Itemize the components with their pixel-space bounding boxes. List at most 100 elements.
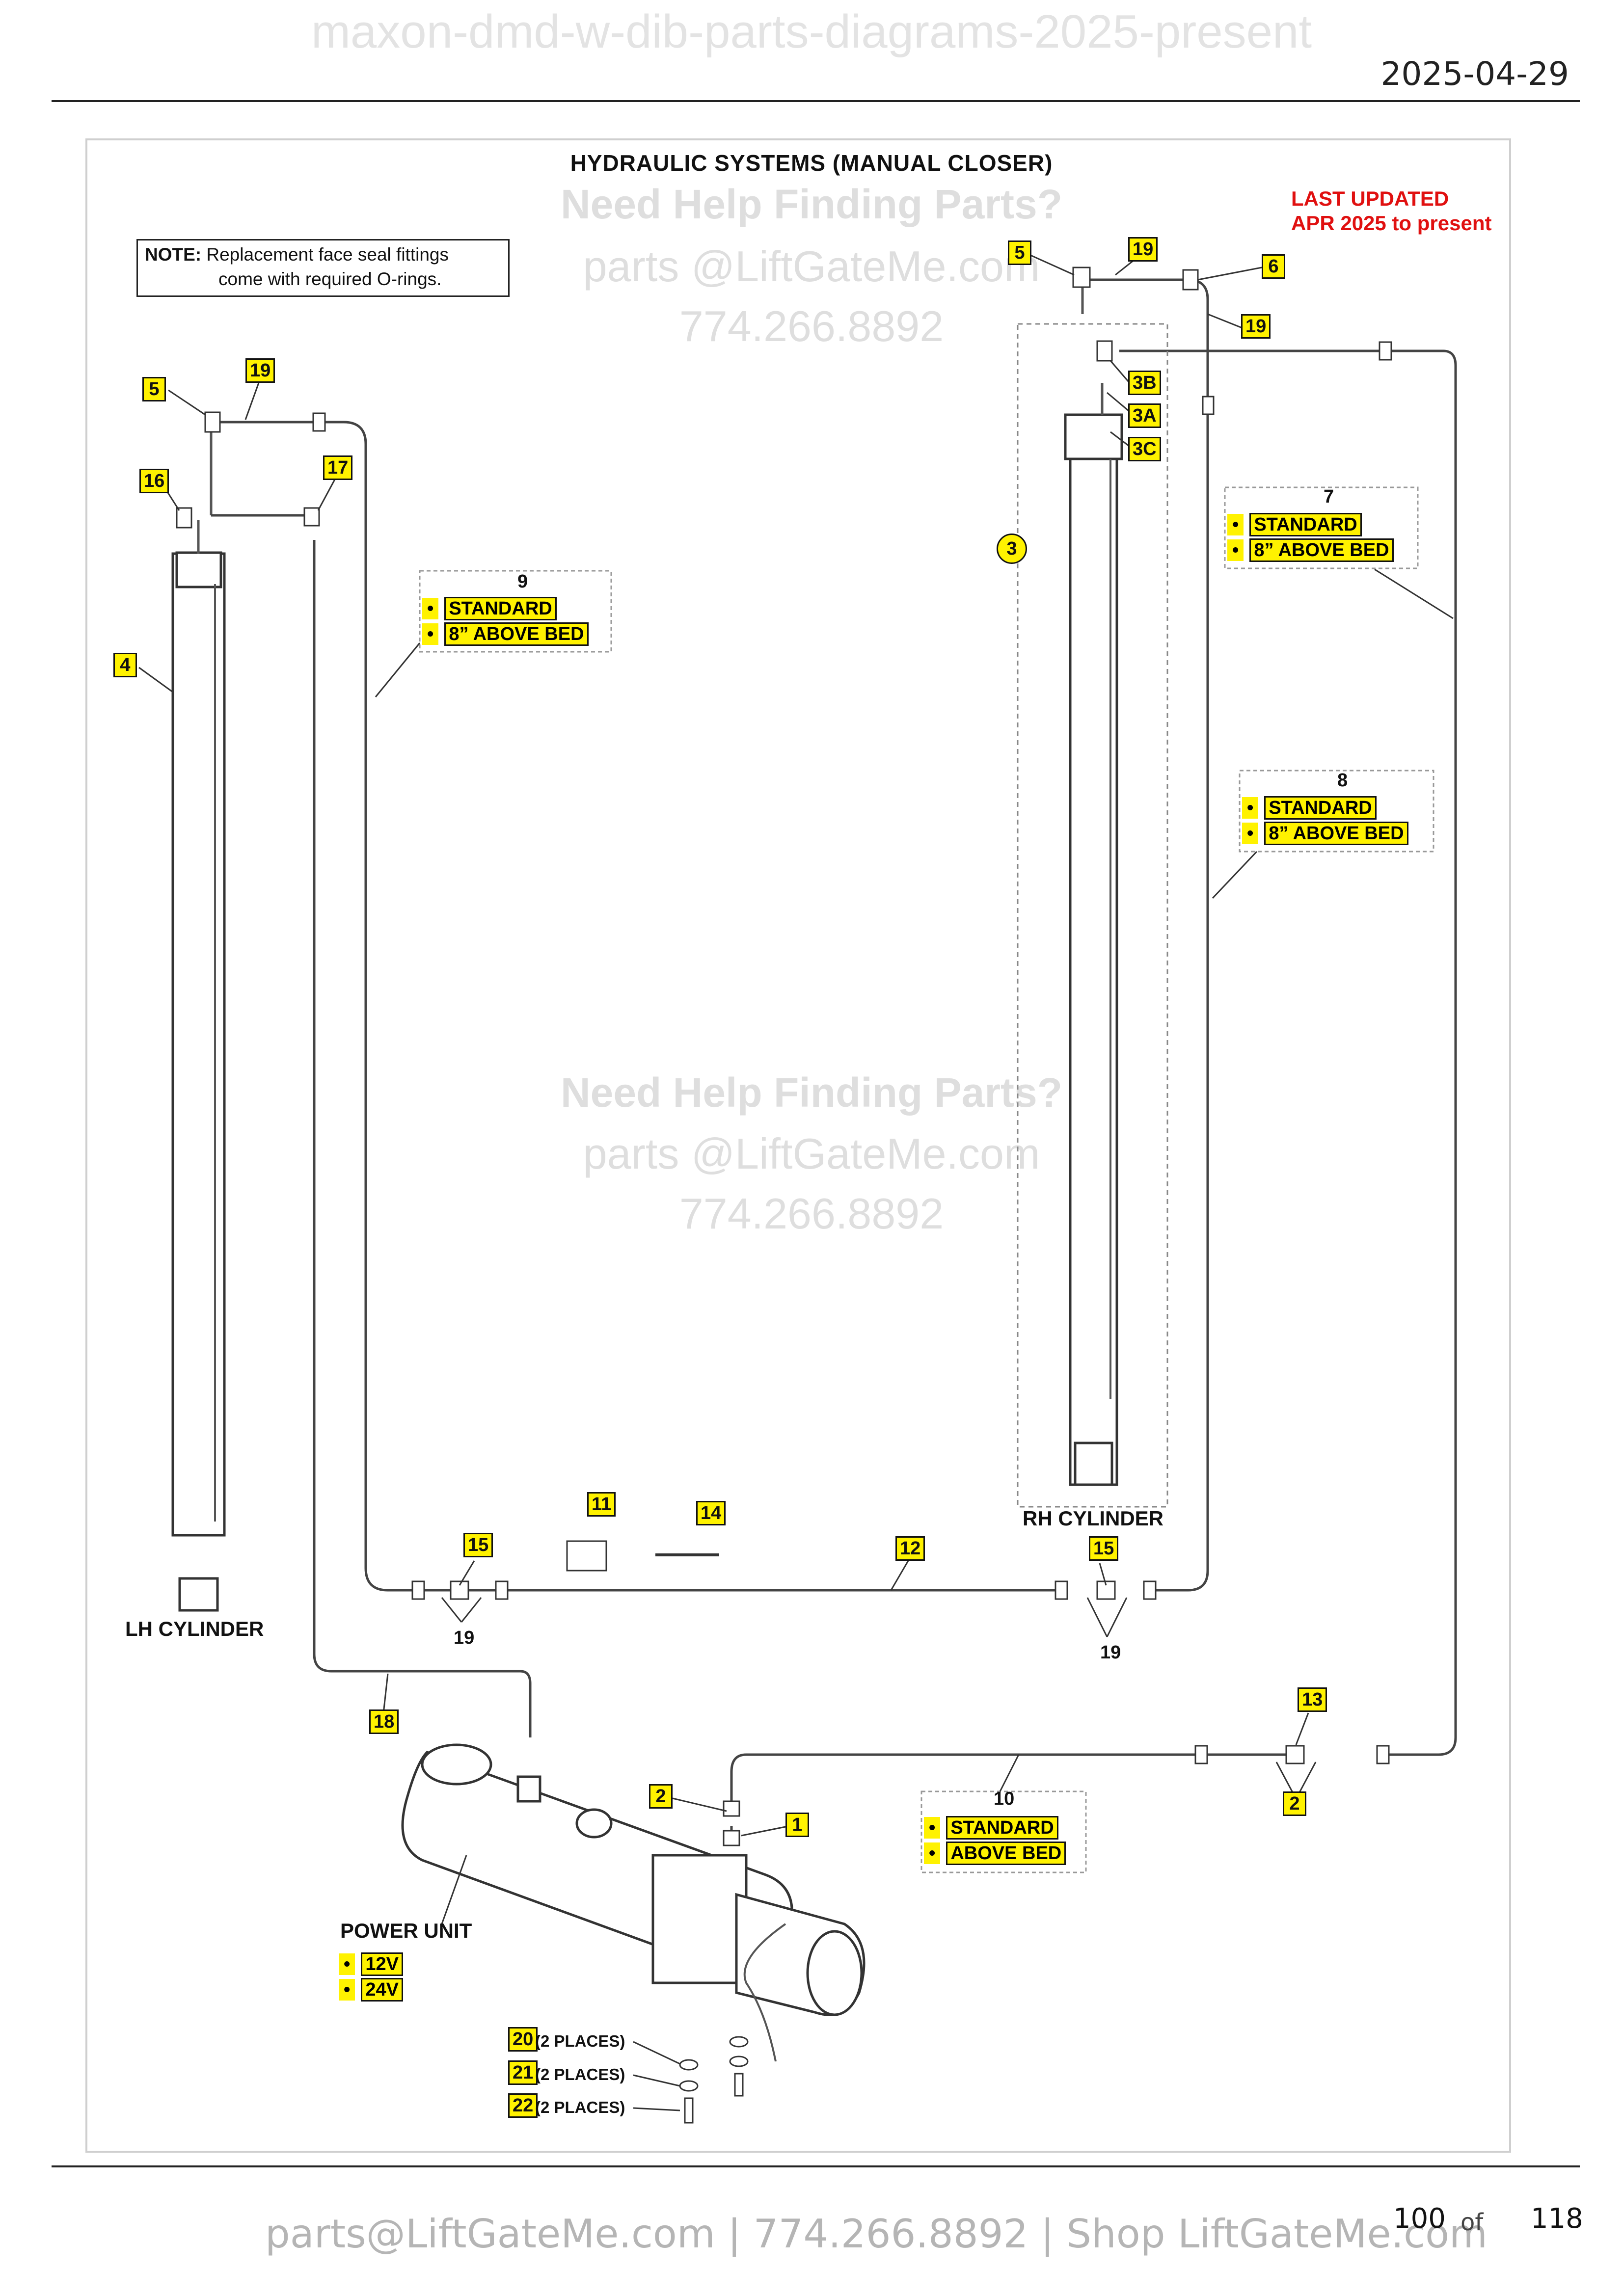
option-bullet: • xyxy=(1242,823,1259,844)
option-bullet: • xyxy=(339,1979,355,2001)
option-bullet: • xyxy=(422,598,439,619)
callout-c15l: 15 xyxy=(463,1533,493,1557)
option-label: 24V xyxy=(361,1978,403,2002)
diagram-title: HYDRAULIC SYSTEMS (MANUAL CLOSER) xyxy=(570,150,1053,176)
callout-c5r: 5 xyxy=(1008,240,1031,265)
option-bullet: • xyxy=(339,1953,355,1975)
note-line2: come with required O-rings. xyxy=(218,269,442,289)
callout-c2a: 2 xyxy=(649,1784,673,1809)
callout-c6: 6 xyxy=(1262,254,1285,279)
callout-c12: 12 xyxy=(895,1536,925,1561)
callout-c3b: 3B xyxy=(1128,371,1161,395)
lh-cylinder-body xyxy=(171,552,226,1537)
note-box: NOTE: Replacement face seal fittings com… xyxy=(136,239,510,297)
callout-c3: 3 xyxy=(997,534,1027,564)
note-label: NOTE: xyxy=(145,244,202,265)
option-bullet: • xyxy=(1227,539,1244,561)
watermark-help-top: Need Help Finding Parts? xyxy=(560,181,1063,227)
hose-18 xyxy=(313,540,532,1737)
callout-c16: 16 xyxy=(139,469,169,493)
callout-c17: 17 xyxy=(323,455,353,480)
last-updated: LAST UPDATED APR 2025 to present xyxy=(1291,187,1491,236)
rh-cylinder-group xyxy=(1017,323,1168,1508)
last-updated-line1: LAST UPDATED xyxy=(1291,187,1449,210)
footer-contact: parts@LiftGateMe.com | 774.266.8892 | Sh… xyxy=(265,2211,1488,2257)
callout-c19b: 19 xyxy=(1128,237,1158,262)
note-line1: Replacement face seal fittings xyxy=(201,244,449,265)
watermark-phone-top: 774.266.8892 xyxy=(679,302,944,350)
callout-c8: 8 xyxy=(1337,770,1348,791)
option-bullet: • xyxy=(1227,514,1244,535)
lh-cylinder-label: LH CYLINDER xyxy=(125,1617,264,1640)
footer-rule xyxy=(52,2165,1580,2167)
option-label: ABOVE BED xyxy=(946,1842,1066,1865)
fittings xyxy=(176,267,1392,1846)
opt10-standard: •STANDARD xyxy=(924,1816,1058,1840)
callout-c19d: 19 xyxy=(454,1628,475,1648)
hose-10 xyxy=(730,1753,1301,1801)
option-label: 12V xyxy=(361,1952,403,1976)
watermark-phone-mid: 774.266.8892 xyxy=(679,1189,944,1238)
lines xyxy=(138,252,1457,2124)
option-label: STANDARD xyxy=(444,597,557,620)
page-of: of xyxy=(1461,2209,1484,2236)
option-label: 8” ABOVE BED xyxy=(1249,538,1394,562)
option-box-9 xyxy=(419,570,612,653)
option-label: STANDARD xyxy=(946,1816,1058,1840)
opt-pu-24v: • 24V xyxy=(339,1978,403,2002)
option-box-8 xyxy=(1239,770,1434,853)
option-label: STANDARD xyxy=(1249,513,1362,536)
opt9-above: •8” ABOVE BED xyxy=(422,622,589,646)
header-watermark-title: maxon-dmd-w-dib-parts-diagrams-2025-pres… xyxy=(311,5,1312,58)
two-places-20: (2 PLACES) xyxy=(535,2032,625,2050)
two-places-22: (2 PLACES) xyxy=(535,2098,625,2116)
opt9-standard: •STANDARD xyxy=(422,597,557,620)
opt-pu-12v: • 12V xyxy=(339,1952,403,1976)
callout-c19e: 19 xyxy=(1100,1642,1121,1663)
callout-c14: 14 xyxy=(696,1501,726,1525)
callout-c1: 1 xyxy=(785,1813,809,1837)
option-bullet: • xyxy=(924,1842,941,1864)
opt7-standard: •STANDARD xyxy=(1227,513,1362,536)
callout-c3c: 3C xyxy=(1128,437,1161,461)
opt8-above: •8” ABOVE BED xyxy=(1242,822,1408,845)
page-total: 118 xyxy=(1531,2203,1583,2235)
option-label: 8” ABOVE BED xyxy=(1264,822,1408,845)
option-bullet: • xyxy=(1242,797,1259,819)
callout-c18: 18 xyxy=(369,1709,399,1734)
option-bullet: • xyxy=(422,623,439,645)
diagram-frame xyxy=(85,138,1511,2153)
header-date: 2025-04-29 xyxy=(1380,55,1569,93)
watermark-email-top: parts @LiftGateMe.com xyxy=(583,242,1040,291)
option-bullet: • xyxy=(924,1817,941,1839)
callout-c3a: 3A xyxy=(1128,403,1161,428)
last-updated-line2: APR 2025 to present xyxy=(1291,212,1492,235)
callout-c11: 11 xyxy=(587,1492,616,1517)
hose-7 xyxy=(1119,349,1457,1756)
callout-c9: 9 xyxy=(517,571,528,592)
lh-cylinder-base xyxy=(178,1577,219,1612)
callout-c13: 13 xyxy=(1298,1687,1327,1712)
opt8-standard: •STANDARD xyxy=(1242,796,1377,820)
power-unit-valve xyxy=(651,1854,748,1984)
callout-c5l: 5 xyxy=(142,377,166,401)
rh-cylinder-cap xyxy=(1064,413,1123,460)
rh-cylinder-label: RH CYLINDER xyxy=(1023,1507,1164,1530)
option-box-10 xyxy=(920,1790,1087,1873)
two-places-21: (2 PLACES) xyxy=(535,2065,625,2083)
option-box-7 xyxy=(1224,486,1419,569)
callout-c22: 22 xyxy=(508,2093,538,2118)
callout-c19c: 19 xyxy=(1241,314,1271,339)
watermark-email-mid: parts @LiftGateMe.com xyxy=(583,1129,1040,1178)
page-number: 100 xyxy=(1393,2203,1446,2235)
opt10-above: •ABOVE BED xyxy=(924,1842,1066,1865)
callout-c4: 4 xyxy=(113,653,137,677)
watermark-help-mid: Need Help Finding Parts? xyxy=(560,1069,1063,1116)
opt7-above: •8” ABOVE BED xyxy=(1227,538,1394,562)
rh-cylinder-body xyxy=(1069,413,1118,1486)
lh-cylinder-cap xyxy=(175,551,222,588)
callout-c7: 7 xyxy=(1324,486,1334,507)
callout-c20: 20 xyxy=(508,2027,538,2052)
rh-cylinder-base xyxy=(1074,1442,1113,1486)
